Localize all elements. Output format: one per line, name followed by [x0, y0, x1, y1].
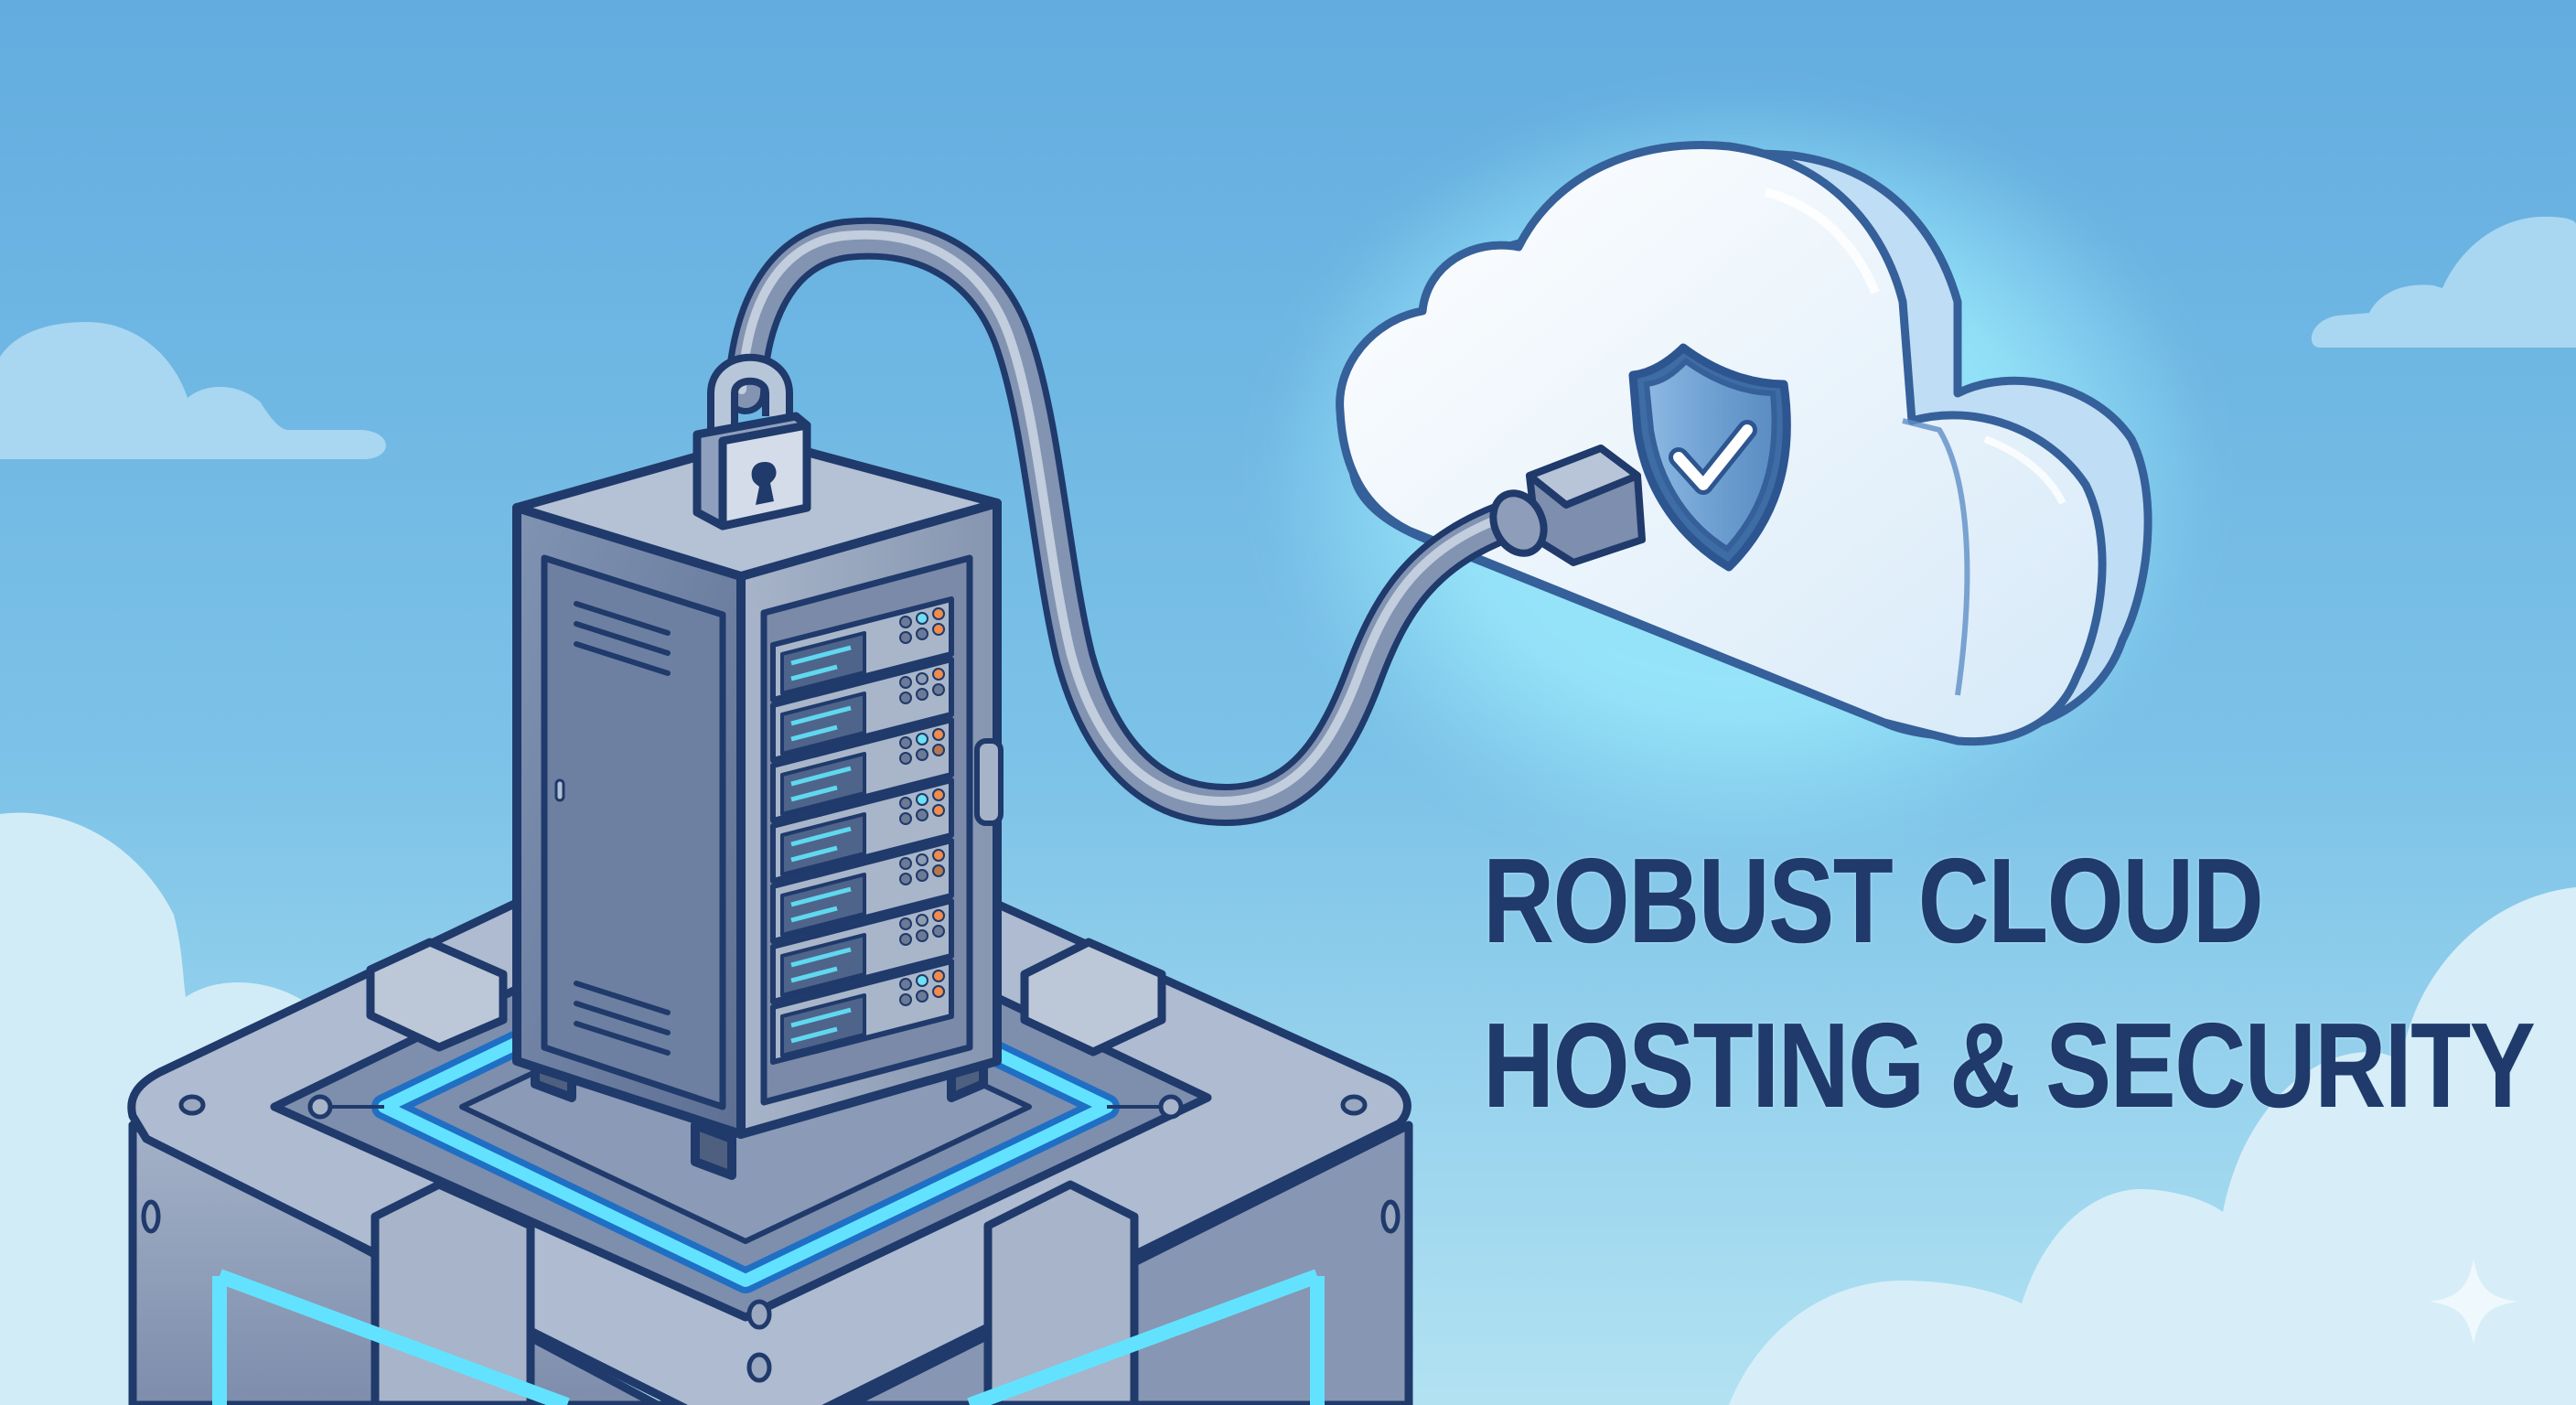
server-unit	[770, 657, 954, 763]
headline-line-1: ROBUST CLOUD	[1483, 833, 2264, 968]
rack-handle	[974, 738, 1004, 826]
server-unit	[770, 778, 954, 884]
background-cloud-bottom-right	[1729, 887, 2576, 1405]
sparkle-icon	[2430, 1259, 2517, 1345]
shield-check-icon	[1628, 343, 1791, 572]
cable-connector-icon	[1489, 445, 1646, 566]
server-unit	[770, 959, 954, 1065]
door-lock-icon	[554, 778, 565, 802]
server-unit	[770, 596, 954, 702]
keyhole-icon	[751, 462, 777, 505]
headline: ROBUST CLOUD HOSTING & SECURITY	[1483, 819, 2536, 1148]
server-unit	[770, 898, 954, 1004]
server-unit	[770, 838, 954, 944]
background-cloud-top-right	[2311, 216, 2576, 348]
background-cloud-left	[0, 322, 386, 459]
headline-line-2: HOSTING & SECURITY	[1483, 998, 2536, 1132]
server-unit	[770, 717, 954, 823]
network-cable	[724, 217, 1540, 827]
padlock-icon	[692, 353, 811, 531]
server-units	[770, 596, 954, 1065]
